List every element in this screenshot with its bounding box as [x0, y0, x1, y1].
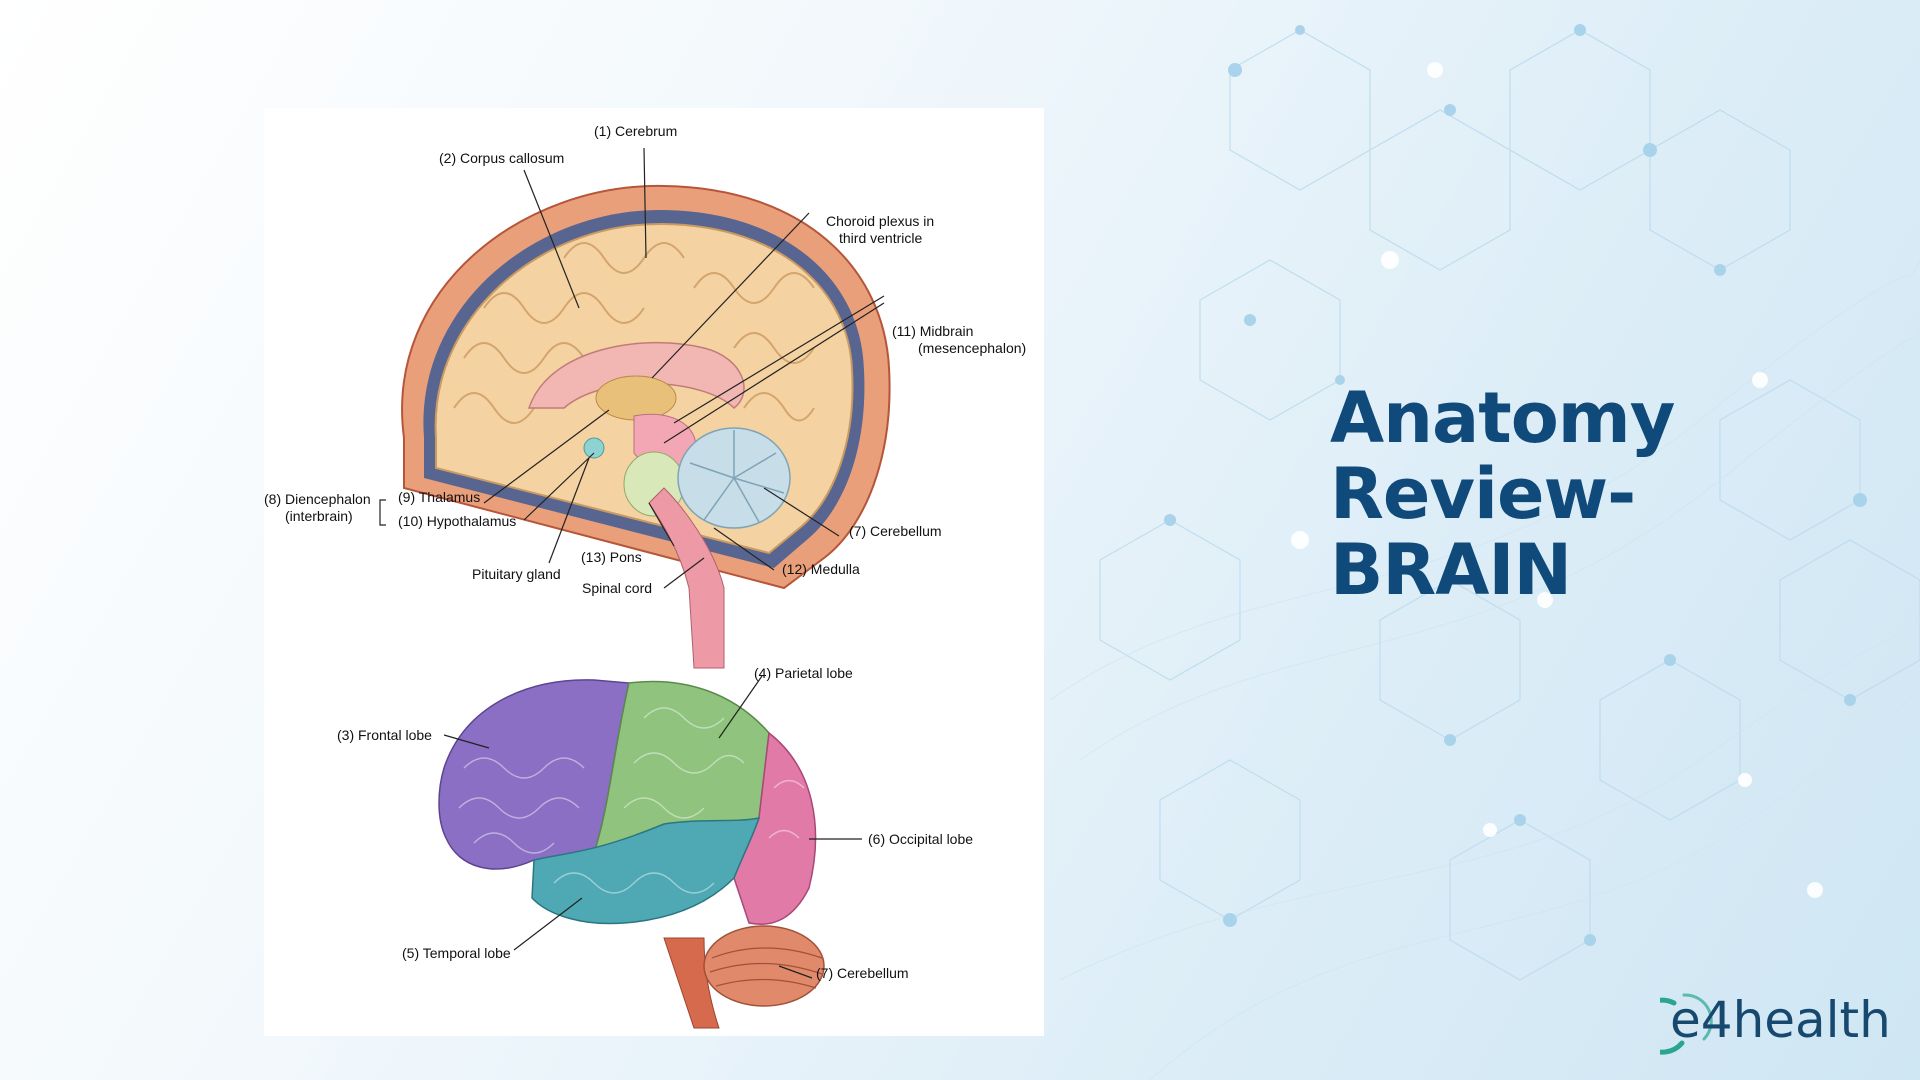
- label-choroid-plexus-line2: third ventricle: [839, 230, 922, 246]
- label-midbrain-line2: (mesencephalon): [918, 340, 1026, 356]
- label-diencephalon-line1: (8) Diencephalon: [264, 491, 371, 507]
- label-choroid-plexus-line1: Choroid plexus in: [826, 213, 934, 229]
- label-medulla: (12) Medulla: [782, 561, 860, 577]
- label-cerebellum-lateral: (7) Cerebellum: [816, 965, 909, 981]
- slide-title: Anatomy Review- BRAIN: [1330, 380, 1850, 608]
- label-hypothalamus: (10) Hypothalamus: [398, 513, 516, 529]
- label-temporal-lobe: (5) Temporal lobe: [402, 945, 511, 961]
- label-pons: (13) Pons: [581, 549, 642, 565]
- label-spinal-cord: Spinal cord: [582, 580, 652, 596]
- slide-title-line-3: BRAIN: [1330, 532, 1850, 608]
- e4health-logo: e4health: [1660, 985, 1900, 1055]
- sagittal-brain-illustration: (1) Cerebrum (2) Corpus callosum Choroid…: [264, 123, 1026, 668]
- logo-text: e4health: [1670, 991, 1891, 1049]
- slide-title-line-1: Anatomy: [1330, 380, 1850, 456]
- slide-title-line-2: Review-: [1330, 456, 1850, 532]
- label-midbrain-line1: (11) Midbrain: [892, 323, 973, 339]
- label-cerebellum-sagittal: (7) Cerebellum: [849, 523, 942, 539]
- label-pituitary-gland: Pituitary gland: [472, 566, 561, 582]
- label-diencephalon-line2: (interbrain): [285, 508, 353, 524]
- label-cerebrum: (1) Cerebrum: [594, 123, 677, 139]
- label-corpus-callosum: (2) Corpus callosum: [439, 150, 564, 166]
- brain-figure-panel: (1) Cerebrum (2) Corpus callosum Choroid…: [264, 108, 1044, 1036]
- label-occipital-lobe: (6) Occipital lobe: [868, 831, 973, 847]
- label-frontal-lobe: (3) Frontal lobe: [337, 727, 432, 743]
- lateral-brain-illustration: (4) Parietal lobe (3) Frontal lobe (6) O…: [337, 665, 973, 1028]
- label-parietal-lobe: (4) Parietal lobe: [754, 665, 853, 681]
- label-thalamus: (9) Thalamus: [398, 489, 480, 505]
